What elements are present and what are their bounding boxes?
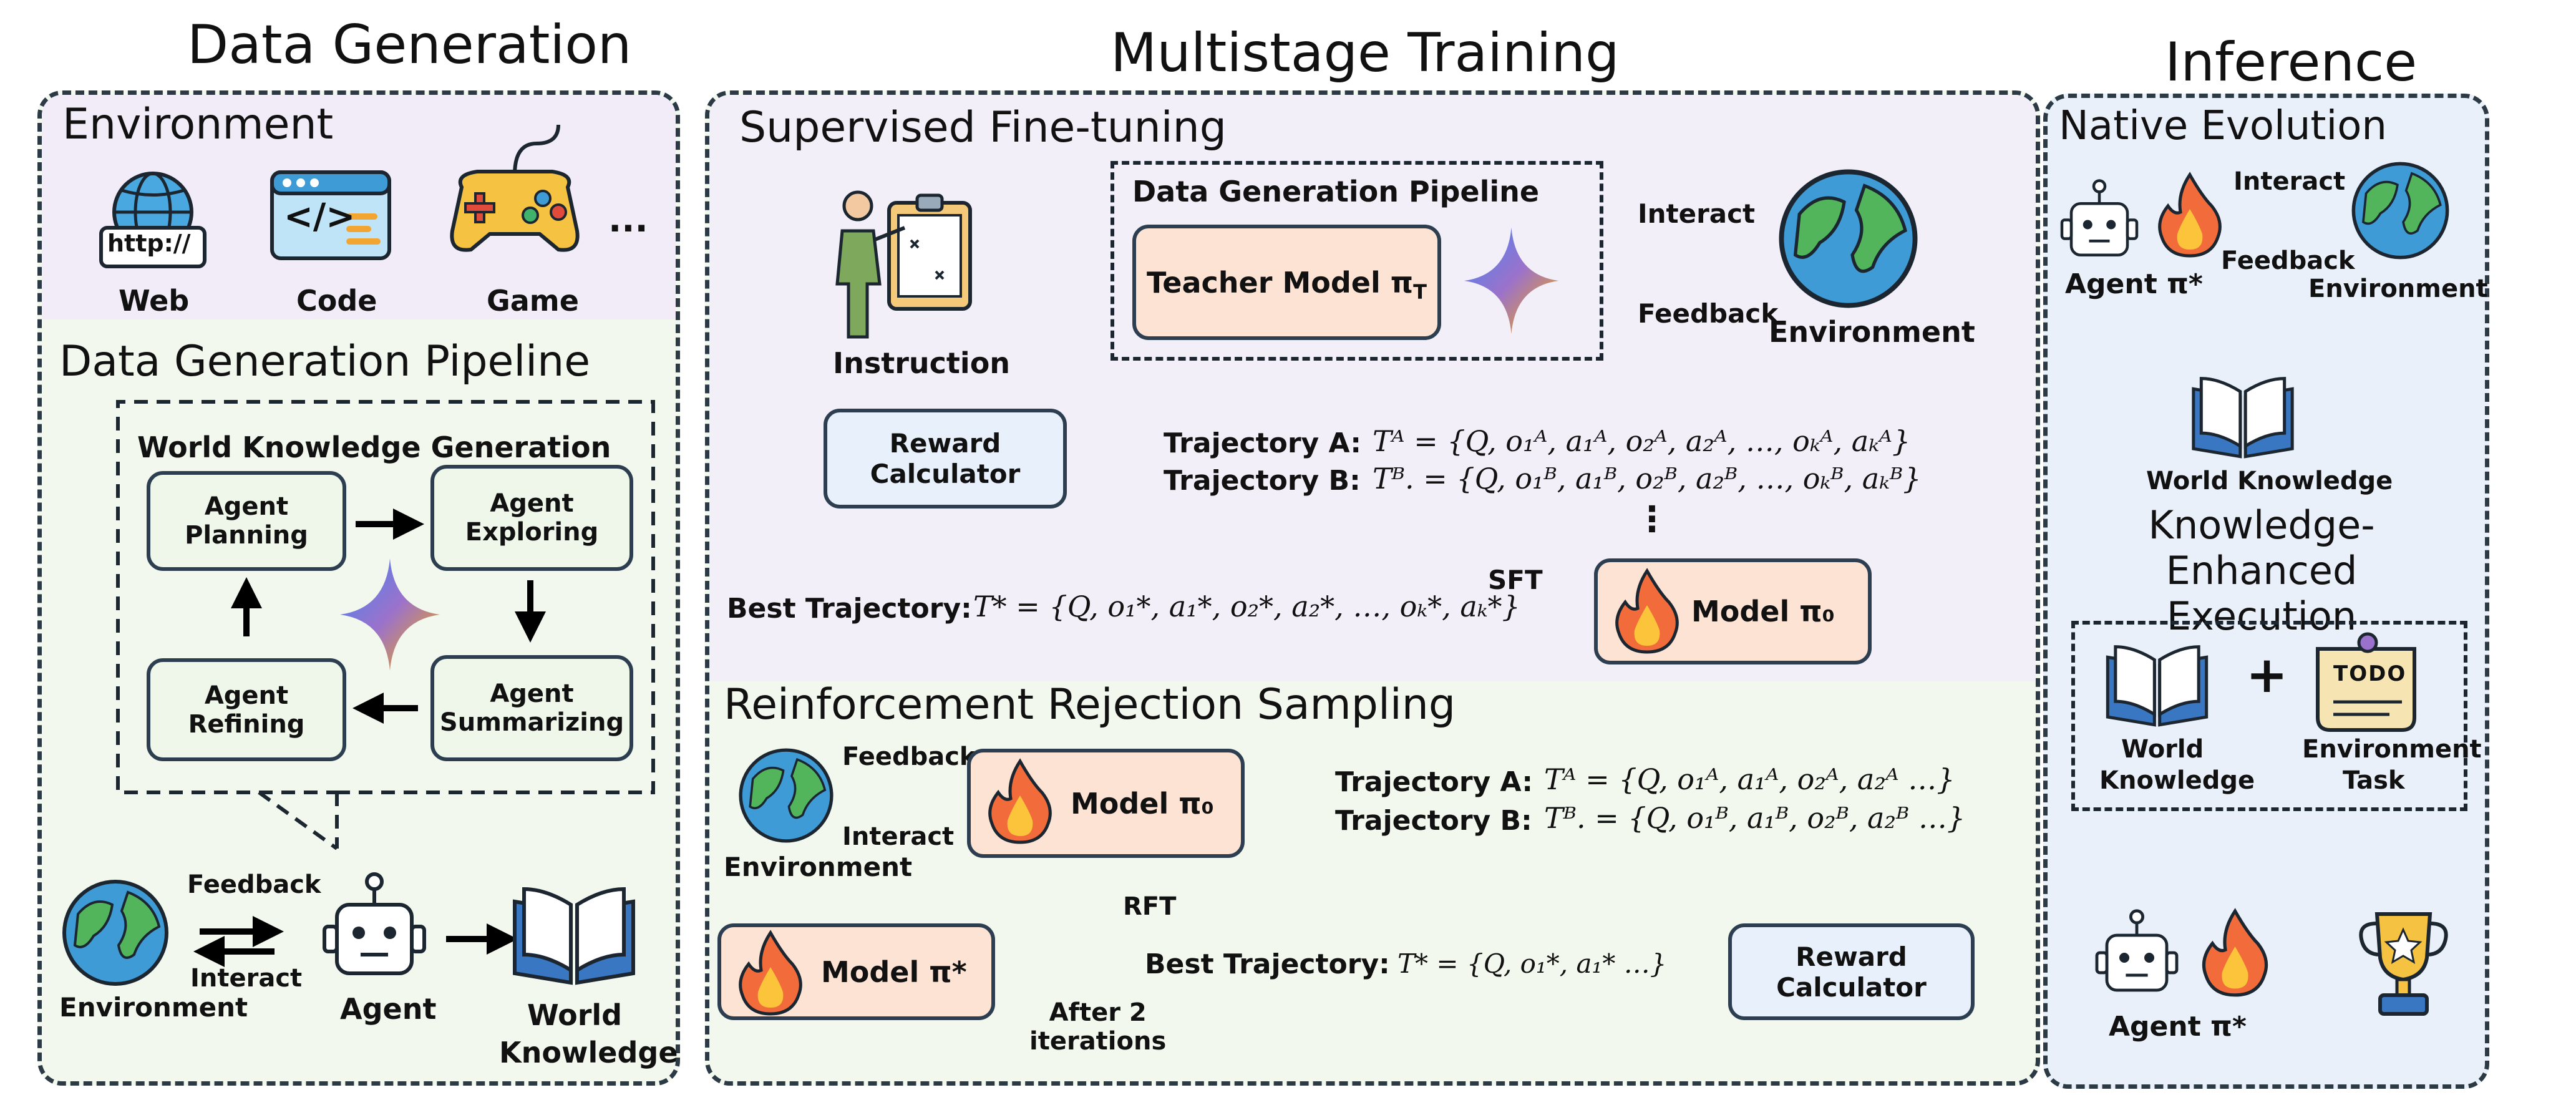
teacher-icon [835,190,972,339]
book-icon [513,887,635,985]
teacher-model-label: Teacher Model π [1147,265,1414,299]
robot-icon [2095,909,2179,992]
wkg-callout-frame [116,400,655,850]
rrs-title: Reinforcement Rejection Sampling [724,680,1456,729]
teacher-model-subscript: T [1413,280,1427,304]
fire-icon [739,930,802,1016]
browser-url-text: http:// [107,230,191,257]
rrs-feedback-label: Feedback [842,742,976,771]
wkg-title: World Knowledge Generation [137,431,611,464]
section-title-multistage-training: Multistage Training [1111,22,1620,84]
env-item-web: Web [119,284,190,318]
rrs-traj-a-formula: Tᴬ = {Q, o₁ᴬ, a₁ᴬ, o₂ᴬ, a₂ᴬ …} [1544,762,1955,796]
globe-icon [1779,169,1918,308]
keh-title: Knowledge-Enhanced Execution [2148,502,2375,639]
sparkle-icon [1464,227,1559,334]
after-iterations-label: After 2 iterations [1029,998,1167,1056]
sft-environment-label: Environment [1769,315,1975,349]
inf-agent-label: Agent π* [2065,268,2203,300]
rrs-traj-a-label: Trajectory A: [1335,766,1533,798]
env-item-game: Game [487,284,579,318]
native-evolution-title: Native Evolution [2059,103,2387,149]
sft-interact-label: Interact [1638,198,1756,229]
dg-knowledge-label: Knowledge [499,1036,678,1069]
dg-agent-label: Agent [340,992,437,1026]
rrs-best-formula: T* = {Q, o₁*, a₁* …} [1397,948,1667,979]
environment-title: Environment [62,100,334,149]
sft-best-formula: T* = {Q, o₁*, a₁*, o₂*, a₂*, …, oₖ*, aₖ*… [973,590,1520,623]
sft-model-label: Model π₀ [1691,595,1835,628]
fire-icon [988,758,1052,844]
sft-best-label: Best Trajectory: [727,593,972,625]
env-item-code: Code [296,284,377,318]
rrs-traj-b-formula: Tᴮ. = {Q, o₁ᴮ, a₁ᴮ, o₂ᴮ, a₂ᴮ …} [1544,801,1966,835]
fire-icon [1615,568,1679,654]
trophy-icon [2359,912,2448,1016]
agent-exploring-box: Agent Exploring [430,465,633,571]
instruction-label: Instruction [833,346,1011,380]
book-icon [2192,377,2294,459]
keh-plus: + [2246,646,2288,704]
sft-dots: ⋮ [1635,499,1670,540]
robot-icon [323,872,426,975]
sft-traj-b-label: Trajectory B: [1164,465,1361,497]
todo-text: TODO [2333,661,2407,686]
browser-icon [99,172,207,268]
dg-environment-label: Environment [59,992,248,1023]
sft-reward-calculator-box: Reward Calculator [824,409,1067,509]
keh-world-label: World [2121,735,2204,764]
section-title-data-generation: Data Generation [187,14,632,76]
env-more: ... [608,200,648,240]
sft-pipeline-title: Data Generation Pipeline [1132,175,1540,208]
rrs-environment-label: Environment [724,852,913,882]
dg-world-label: World [527,998,623,1032]
fire-icon [2158,172,2222,258]
globe-icon [62,880,168,986]
agent-summarizing-box: Agent Summarizing [430,655,633,761]
agent-refining-box: Agent Refining [147,658,346,761]
inf-feedback-label: Feedback [2221,246,2355,275]
dg-pipeline-title: Data Generation Pipeline [59,337,591,386]
sparkle-icon [340,558,440,671]
inf-environment-label: Environment [2308,275,2488,303]
code-icon [270,170,391,260]
rft-label: RFT [1123,892,1177,921]
dg-interact-label: Interact [190,964,303,993]
keh-frame [2071,621,2467,811]
inf-agent-bottom-label: Agent π* [2109,1011,2247,1043]
rrs-traj-b-label: Trajectory B: [1335,805,1532,837]
sft-traj-b-formula: Tᴮ. = {Q, o₁ᴮ, a₁ᴮ, o₂ᴮ, a₂ᴮ, …, oₖᴮ, aₖ… [1373,462,1922,495]
sft-label: SFT [1488,565,1543,595]
sft-title: Supervised Fine-tuning [739,103,1227,152]
sft-pipeline-frame [1111,161,1603,361]
dg-feedback-label: Feedback [187,870,321,899]
globe-icon [2351,162,2449,260]
agent-planning-box: Agent Planning [147,471,346,571]
keh-task-label: Task [2343,766,2405,795]
rrs-model0-label: Model π₀ [1071,786,1214,820]
robot-icon [2060,179,2139,256]
section-title-inference: Inference [2165,31,2418,94]
inf-world-knowledge-label: World Knowledge [2146,467,2393,495]
keh-knowledge-label: Knowledge [2099,766,2255,795]
rrs-model-star-label: Model π* [821,955,967,989]
sft-traj-a-formula: Tᴬ = {Q, o₁ᴬ, a₁ᴬ, o₂ᴬ, a₂ᴬ, …, oₖᴬ, aₖᴬ… [1373,424,1911,458]
gamepad-icon [450,124,580,252]
rrs-best-label: Best Trajectory: [1145,948,1390,980]
inf-interact-label: Interact [2233,167,2346,196]
sft-feedback-label: Feedback [1638,298,1779,329]
code-symbol-text: </> [284,197,356,237]
fire-icon [2202,908,2268,997]
book-icon [2106,645,2209,727]
todo-icon [2316,632,2416,732]
keh-environment-label: Environment [2302,735,2482,764]
rrs-reward-calculator-box: Reward Calculator [1728,923,1975,1020]
globe-icon [739,748,834,843]
sft-traj-a-label: Trajectory A: [1164,427,1362,459]
rrs-interact-label: Interact [842,822,955,851]
